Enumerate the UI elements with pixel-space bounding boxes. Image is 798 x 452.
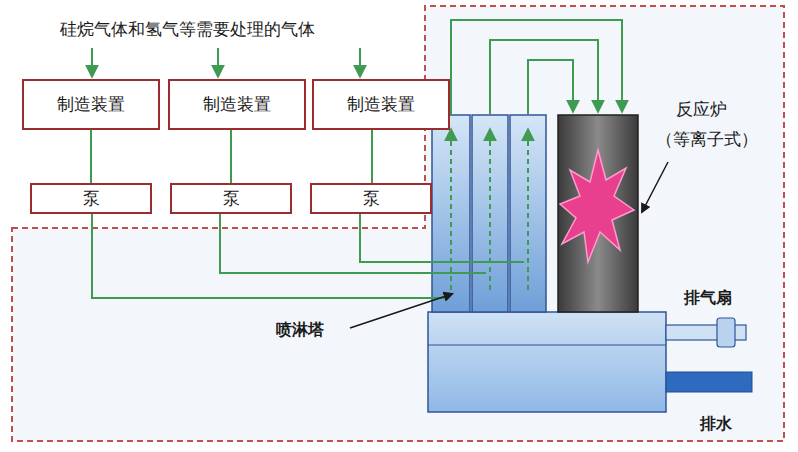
plasma (560, 150, 634, 262)
gas-line (230, 130, 232, 183)
label: 硅烷气体和氢气等需要处理的气体 (60, 18, 315, 41)
pump-box: 泵 (170, 183, 292, 214)
spray-tower (432, 115, 546, 312)
reactor (558, 115, 638, 312)
process-box: 制造装置 (168, 79, 306, 130)
drain-pipe (666, 372, 752, 392)
node-text: 制造装置 (57, 93, 125, 116)
node-text: 制造装置 (203, 93, 271, 116)
label: 排水 (700, 414, 732, 435)
leader-line (642, 162, 668, 212)
process-box: 制造装置 (312, 79, 450, 130)
inlet-arrows (92, 48, 360, 76)
label: 喷淋塔 (276, 320, 324, 341)
node-text: 泵 (83, 187, 100, 210)
pump-box: 泵 (30, 183, 152, 214)
node-text: 泵 (223, 187, 240, 210)
gas-line (371, 130, 373, 183)
label: 反应炉 (676, 98, 727, 121)
leader-line (350, 294, 452, 328)
label: 排气扇 (684, 288, 732, 309)
tank (428, 312, 666, 412)
fan (717, 318, 735, 347)
pump-box: 泵 (310, 183, 432, 214)
node-text: 泵 (363, 187, 380, 210)
gas-line (90, 130, 92, 183)
label: （等离子式） (656, 128, 758, 151)
node-text: 制造装置 (347, 93, 415, 116)
process-box: 制造装置 (22, 79, 160, 130)
gas-lines (92, 20, 622, 298)
